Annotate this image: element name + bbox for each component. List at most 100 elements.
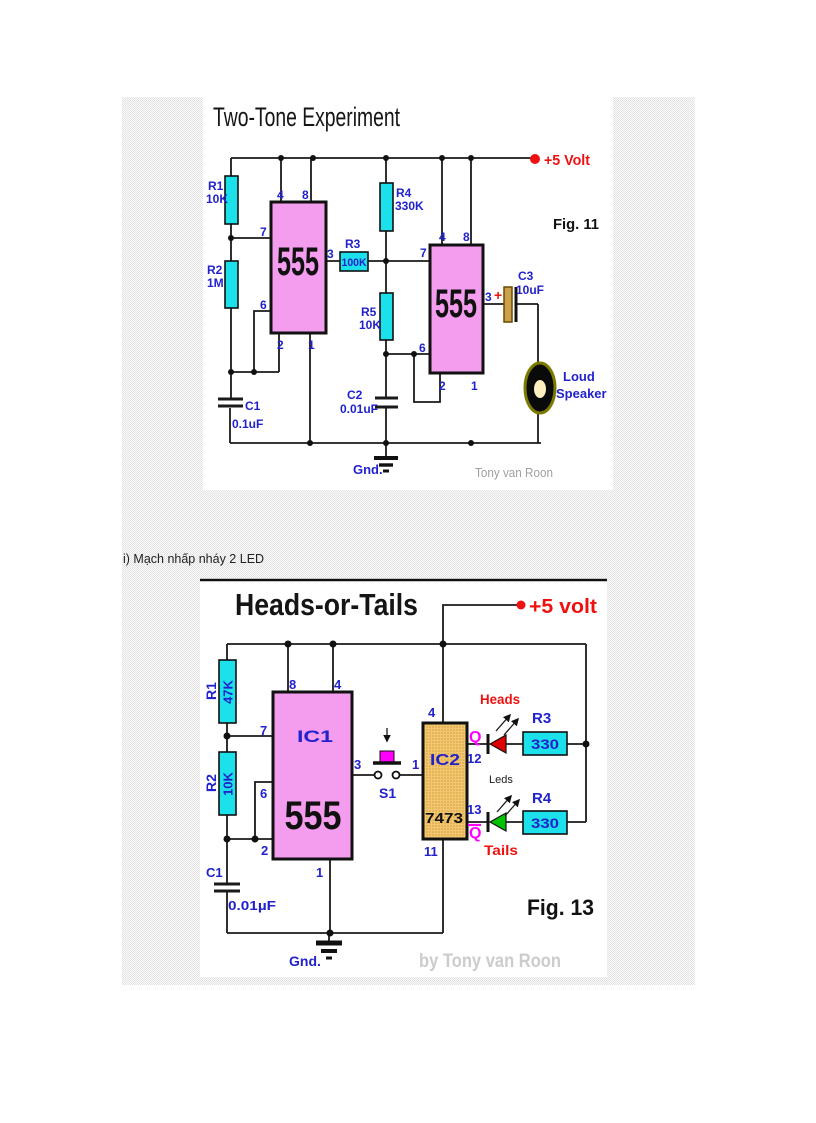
resistor-r1 <box>224 175 239 225</box>
ic1-pin7: 7 <box>260 225 267 239</box>
r3-value: 330 <box>531 736 559 752</box>
r1-value: 10K <box>206 192 228 206</box>
fig1-watermark: Tony van Roon <box>475 465 553 480</box>
ic2-pin12: 12 <box>467 751 481 766</box>
r2-name: R2 <box>207 263 223 277</box>
resistor-r2 <box>224 260 239 309</box>
ic1-pin1: 1 <box>308 338 315 352</box>
fig1-supply-label: +5 Volt <box>544 152 590 169</box>
ic1-pin7: 7 <box>260 723 267 738</box>
r1-name: R1 <box>203 682 219 700</box>
capacitor-c1 <box>218 397 243 408</box>
fig1-gnd-label: Gnd. <box>353 462 383 477</box>
ic2-pin2: 2 <box>439 379 446 393</box>
ic2-pin4: 4 <box>428 705 436 720</box>
ic1-pin6: 6 <box>260 786 267 801</box>
ic1-pin8: 8 <box>302 188 309 202</box>
ic2-pin6: 6 <box>419 341 426 355</box>
ic1-pin8: 8 <box>289 677 296 692</box>
r4-value: 330K <box>395 199 424 213</box>
timer-chip-1: 555 <box>269 200 328 335</box>
r4-name: R4 <box>532 790 552 807</box>
r4-name: R4 <box>396 186 412 200</box>
ic2-part: 7473 <box>425 810 463 827</box>
ic2-pin8: 8 <box>463 230 470 244</box>
ic2-pin11: 11 <box>424 844 438 859</box>
fig2-gnd-label: Gnd. <box>289 953 321 969</box>
resistor-r5 <box>379 292 394 341</box>
resistor-r2: 10K R2 <box>203 751 237 816</box>
capacitor-c3 <box>503 286 518 323</box>
c3-name: C3 <box>518 269 534 283</box>
ic2-pin13: 13 <box>467 802 481 817</box>
r1-name: R1 <box>208 179 224 193</box>
resistor-r3: 330 <box>522 731 568 756</box>
r2-value: 10K <box>221 771 236 795</box>
resistor-r1: 47K R1 <box>203 659 237 724</box>
ic1-pin3: 3 <box>354 757 361 772</box>
fig1-component-labels: R1 10K R2 1M R3 100K R4 330K R5 10K C1 0… <box>206 179 607 431</box>
fig1-pin-labels: 4 8 7 3 6 2 1 4 8 7 3 6 2 1 <box>260 188 492 393</box>
r2-value: 1M <box>207 276 224 290</box>
fig1-title: Two-Tone Experiment <box>213 102 400 132</box>
ic1-pin2: 2 <box>261 843 268 858</box>
ic2-pin1: 1 <box>471 379 478 393</box>
ic2-ref: IC2 <box>430 752 460 769</box>
r3-name: R3 <box>345 237 361 251</box>
fig2-pin-labels: 8 4 7 6 2 3 1 1 4 11 12 13 <box>260 677 481 880</box>
fig2-component-labels: S1 C1 0.01µF R3 R4 Heads Tails Leds Q Q <box>206 691 552 913</box>
timer-chip-2: 555 <box>428 243 485 375</box>
c3-polarity: + <box>494 287 502 303</box>
c2-name: C2 <box>347 388 363 402</box>
q-label: Q <box>469 729 481 746</box>
c1-value: 0.01µF <box>228 898 276 913</box>
speaker-label-2: Speaker <box>556 386 607 401</box>
fig2-junction-dots <box>223 640 590 937</box>
ic1-pin4: 4 <box>277 188 284 202</box>
ic2-pin3: 3 <box>485 290 492 304</box>
fig2-watermark: by Tony van Roon <box>419 951 561 972</box>
ic1-part: 555 <box>285 794 342 838</box>
ground-symbol <box>316 940 342 960</box>
s1-label: S1 <box>379 785 396 801</box>
heads-label: Heads <box>480 691 520 707</box>
ic2-pin4: 4 <box>439 230 446 244</box>
fig1-wires <box>229 157 541 457</box>
two-tone-experiment-schematic: 555 555 Two-Tone Experiment +5 Volt Fig.… <box>206 102 607 480</box>
chip1-label: 555 <box>277 240 319 284</box>
r5-name: R5 <box>361 305 377 319</box>
ic1-pin3: 3 <box>327 247 334 261</box>
q-bar-label: Q <box>469 825 481 842</box>
c1-name: C1 <box>206 865 223 880</box>
led-red-heads <box>486 713 520 755</box>
fig2-number-label: Fig. 13 <box>527 895 594 920</box>
c1-name: C1 <box>245 399 261 413</box>
ic1-chip: IC1 555 <box>271 690 354 861</box>
speaker-label-1: Loud <box>563 369 595 384</box>
ic1-pin6: 6 <box>260 298 267 312</box>
ic1-ref: IC1 <box>297 727 333 746</box>
c3-value: 10uF <box>516 283 544 297</box>
ic1-pin1: 1 <box>316 865 323 880</box>
ic1-pin4: 4 <box>334 677 342 692</box>
supply-terminal-dot <box>530 154 540 164</box>
r4-value: 330 <box>531 815 559 831</box>
capacitor-c1 <box>214 882 240 893</box>
ic1-pin2: 2 <box>277 338 284 352</box>
r3-name: R3 <box>532 710 551 727</box>
resistor-r3 <box>339 251 369 272</box>
ground-symbol <box>374 456 398 473</box>
r5-value: 10K <box>359 318 381 332</box>
ic2-chip: IC2 7473 <box>421 721 469 841</box>
tails-label: Tails <box>484 842 518 858</box>
capacitor-c2 <box>375 396 398 409</box>
r2-name: R2 <box>203 774 219 792</box>
c1-value: 0.1uF <box>232 417 263 431</box>
ic2-pin1: 1 <box>412 757 419 772</box>
fig2-title: Heads-or-Tails <box>235 587 418 622</box>
resistor-r4 <box>379 182 394 232</box>
loudspeaker <box>523 361 557 415</box>
r3-value: 100K <box>342 257 367 269</box>
leds-label: Leds <box>489 774 513 786</box>
heads-or-tails-schematic: IC1 555 IC2 7473 47K R1 10K R2 330 <box>200 578 607 972</box>
